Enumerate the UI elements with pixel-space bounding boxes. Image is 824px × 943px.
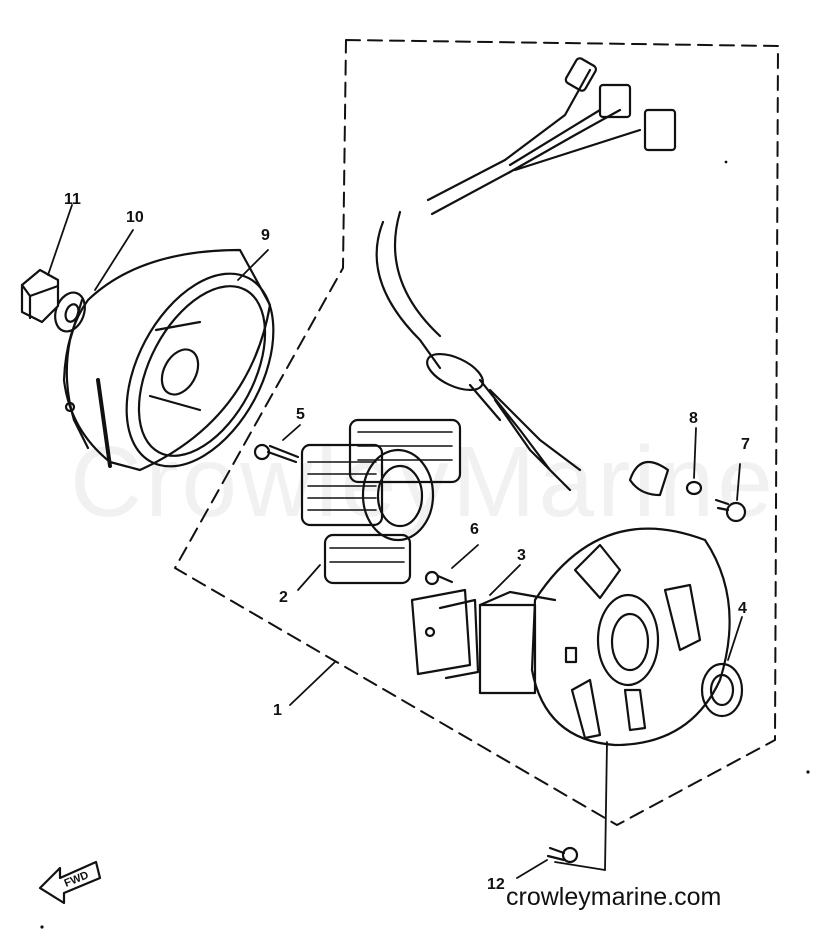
clamp bbox=[628, 460, 670, 497]
screw-6 bbox=[424, 570, 454, 586]
callout-6: 6 bbox=[470, 521, 479, 538]
assembly-boundary bbox=[174, 39, 779, 826]
spring-washer bbox=[685, 480, 703, 496]
callout-4: 4 bbox=[738, 600, 747, 617]
stator-base-plate bbox=[530, 527, 731, 747]
stator-coil bbox=[300, 418, 462, 585]
screw-7 bbox=[714, 498, 747, 523]
fwd-arrow-icon bbox=[38, 860, 102, 905]
callout-3: 3 bbox=[517, 547, 526, 564]
pulser-coil bbox=[410, 588, 557, 695]
callout-9: 9 bbox=[261, 227, 270, 244]
callout-7: 7 bbox=[741, 436, 750, 453]
wiring-harness bbox=[375, 57, 677, 492]
callout-5: 5 bbox=[296, 406, 305, 423]
callout-2: 2 bbox=[279, 589, 288, 606]
nut bbox=[20, 268, 60, 324]
leader-lines bbox=[47, 204, 743, 879]
callout-12: 12 bbox=[487, 876, 505, 893]
oil-seal bbox=[700, 662, 744, 718]
screw-5 bbox=[253, 443, 300, 464]
screw-12 bbox=[546, 846, 579, 864]
callout-10: 10 bbox=[126, 209, 144, 226]
callout-11: 11 bbox=[64, 191, 81, 208]
website-url: crowleymarine.com bbox=[506, 883, 722, 911]
callout-8: 8 bbox=[689, 410, 698, 427]
flywheel-rotor bbox=[62, 248, 275, 472]
callout-1: 1 bbox=[273, 702, 282, 719]
